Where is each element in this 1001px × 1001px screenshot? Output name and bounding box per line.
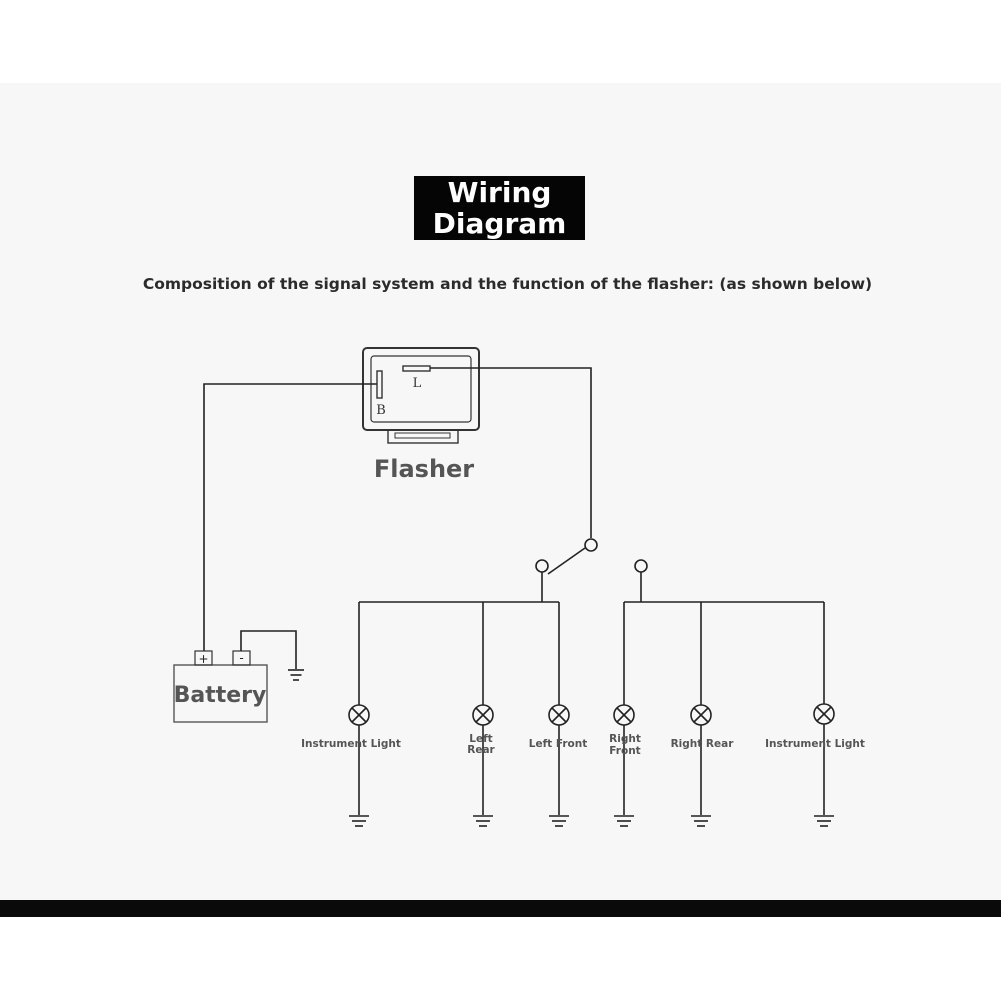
flasher-body-inner xyxy=(370,355,472,423)
title-line-2: Diagram xyxy=(432,207,567,240)
battery-positive-terminal xyxy=(194,650,213,666)
lamp-label: Instrument Light xyxy=(301,738,401,750)
wire-b-to-battery xyxy=(203,383,377,651)
flasher-base-slot xyxy=(394,432,451,439)
lamp-left-front: Left Front xyxy=(529,602,587,827)
ground-icon xyxy=(614,815,634,827)
battery-positive-label: + xyxy=(198,652,208,666)
terminal-l-pin xyxy=(402,365,431,372)
lamp-left-instrument: Instrument Light xyxy=(301,602,401,827)
lamp-left-rear: Left Rear xyxy=(467,602,496,827)
bottom-bar xyxy=(0,900,1001,917)
lamp-label: Right Rear xyxy=(671,738,735,750)
switch-lever xyxy=(547,547,586,575)
terminal-b-label: B xyxy=(376,403,386,418)
ground-icon xyxy=(549,815,569,827)
ground-icon xyxy=(349,815,369,827)
title-banner: Wiring Diagram xyxy=(414,176,585,240)
flasher-label: Flasher xyxy=(374,455,474,483)
wire-l-to-switch xyxy=(430,367,592,538)
lamp-right-rear: Right Rear xyxy=(671,602,735,827)
lamp-label-line-2: Rear xyxy=(467,744,495,756)
battery: + - Battery xyxy=(173,630,304,723)
terminal-b-pin xyxy=(376,370,383,399)
lamp-label-line-1: Right xyxy=(609,733,641,745)
ground-icon xyxy=(473,815,493,827)
ground-icon xyxy=(691,815,711,827)
switch-contact-right xyxy=(634,559,648,573)
lamp-label-line-2: Front xyxy=(609,745,640,757)
battery-negative-label: - xyxy=(239,651,243,665)
lamp-right-instrument: Instrument Light xyxy=(765,602,865,827)
lamp-right-front: Right Front xyxy=(609,602,641,827)
switch-pivot xyxy=(584,538,598,552)
title-line-1: Wiring xyxy=(447,176,552,209)
turn-signal-switch xyxy=(535,538,648,602)
switch-contact-left xyxy=(535,559,549,573)
battery-label: Battery xyxy=(174,683,267,708)
wire-battery-ground xyxy=(240,630,297,669)
flasher-base xyxy=(387,429,459,444)
lamp-label-line-1: Left xyxy=(469,733,492,745)
ground-icon xyxy=(814,815,834,827)
battery-body xyxy=(173,664,268,723)
battery-ground-icon xyxy=(288,669,304,681)
subtitle: Composition of the signal system and the… xyxy=(142,275,873,293)
terminal-l-label: L xyxy=(413,376,422,391)
flasher-unit: B L Flasher xyxy=(362,347,480,483)
lamp-label: Instrument Light xyxy=(765,738,865,750)
lamp-label: Left Front xyxy=(529,738,587,750)
